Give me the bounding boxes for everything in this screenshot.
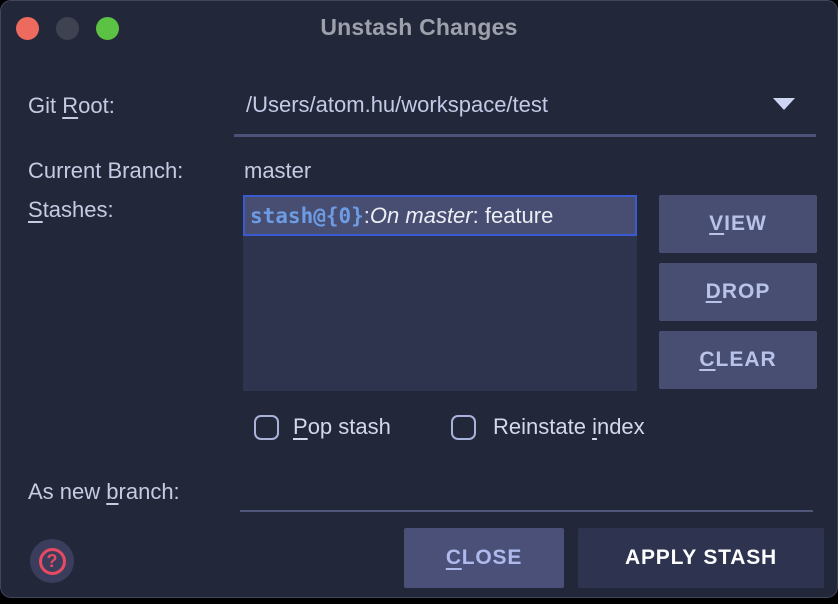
git-root-combobox-underline	[234, 134, 816, 137]
new-branch-label: As new branch:	[28, 479, 180, 505]
drop-button-mnemonic: D	[705, 280, 722, 303]
help-button[interactable]: ?	[30, 539, 74, 583]
stashes-label-post: tashes:	[42, 197, 114, 222]
clear-button-rest: LEAR	[715, 348, 777, 371]
reinstate-index-label-rest: ndex	[596, 414, 645, 439]
drop-button-rest: ROP	[721, 280, 771, 303]
clear-button[interactable]: CLEAR	[659, 331, 817, 389]
current-branch-value: master	[244, 158, 312, 183]
help-question-icon: ?	[38, 547, 66, 575]
git-root-label-post: oot:	[78, 93, 115, 118]
pop-stash-label[interactable]: Pop stash	[293, 414, 391, 440]
window-title: Unstash Changes	[320, 14, 518, 40]
chevron-down-icon[interactable]	[773, 98, 795, 110]
pop-stash-label-rest: op stash	[307, 414, 391, 439]
close-button-mnemonic: C	[445, 546, 462, 569]
pop-stash-label-mnemonic: P	[293, 414, 308, 439]
new-branch-input[interactable]	[241, 479, 815, 511]
new-branch-label-mnemonic: b	[106, 479, 119, 504]
zoom-window-icon[interactable]	[96, 17, 119, 40]
stash-list-item-selected[interactable]: stash@{0}: On master: feature	[243, 195, 637, 236]
git-root-label: Git Root:	[28, 93, 115, 119]
close-window-icon[interactable]	[16, 17, 39, 40]
minimize-window-icon[interactable]	[56, 17, 79, 40]
stashes-label: Stashes:	[28, 197, 114, 223]
stash-list[interactable]: stash@{0}: On master: feature	[243, 195, 637, 391]
current-branch-label: Current Branch:	[28, 158, 184, 183]
git-root-label-mnemonic: R	[62, 93, 79, 118]
stash-message-text: : feature	[472, 202, 554, 228]
reinstate-index-checkbox[interactable]	[451, 415, 476, 440]
new-branch-label-pre: As new	[28, 479, 107, 504]
pop-stash-checkbox[interactable]	[254, 415, 279, 440]
view-button[interactable]: VIEW	[659, 195, 817, 253]
view-button-mnemonic: V	[709, 212, 725, 235]
reinstate-index-label-pre: Reinstate	[493, 414, 593, 439]
title-bar: Unstash Changes	[1, 1, 837, 53]
new-branch-input-underline	[240, 510, 813, 512]
git-root-combobox-value[interactable]: /Users/atom.hu/workspace/test	[246, 92, 549, 117]
drop-button[interactable]: DROP	[659, 263, 817, 321]
close-button[interactable]: CLOSE	[404, 528, 564, 588]
close-button-rest: LOSE	[461, 546, 523, 569]
reinstate-index-label-mnemonic: i	[592, 414, 597, 439]
view-button-rest: IEW	[724, 212, 767, 235]
apply-stash-button[interactable]: APPLY STASH	[578, 528, 824, 588]
clear-button-mnemonic: C	[699, 348, 716, 371]
stash-id-text: stash@{0}	[250, 203, 364, 228]
stash-sep1: :	[363, 202, 370, 228]
stash-branch-text: On master	[369, 202, 473, 228]
new-branch-label-post: ranch:	[118, 479, 180, 504]
reinstate-index-label[interactable]: Reinstate index	[493, 414, 645, 440]
git-root-label-pre: Git	[28, 93, 63, 118]
stashes-label-mnemonic: S	[28, 197, 43, 222]
